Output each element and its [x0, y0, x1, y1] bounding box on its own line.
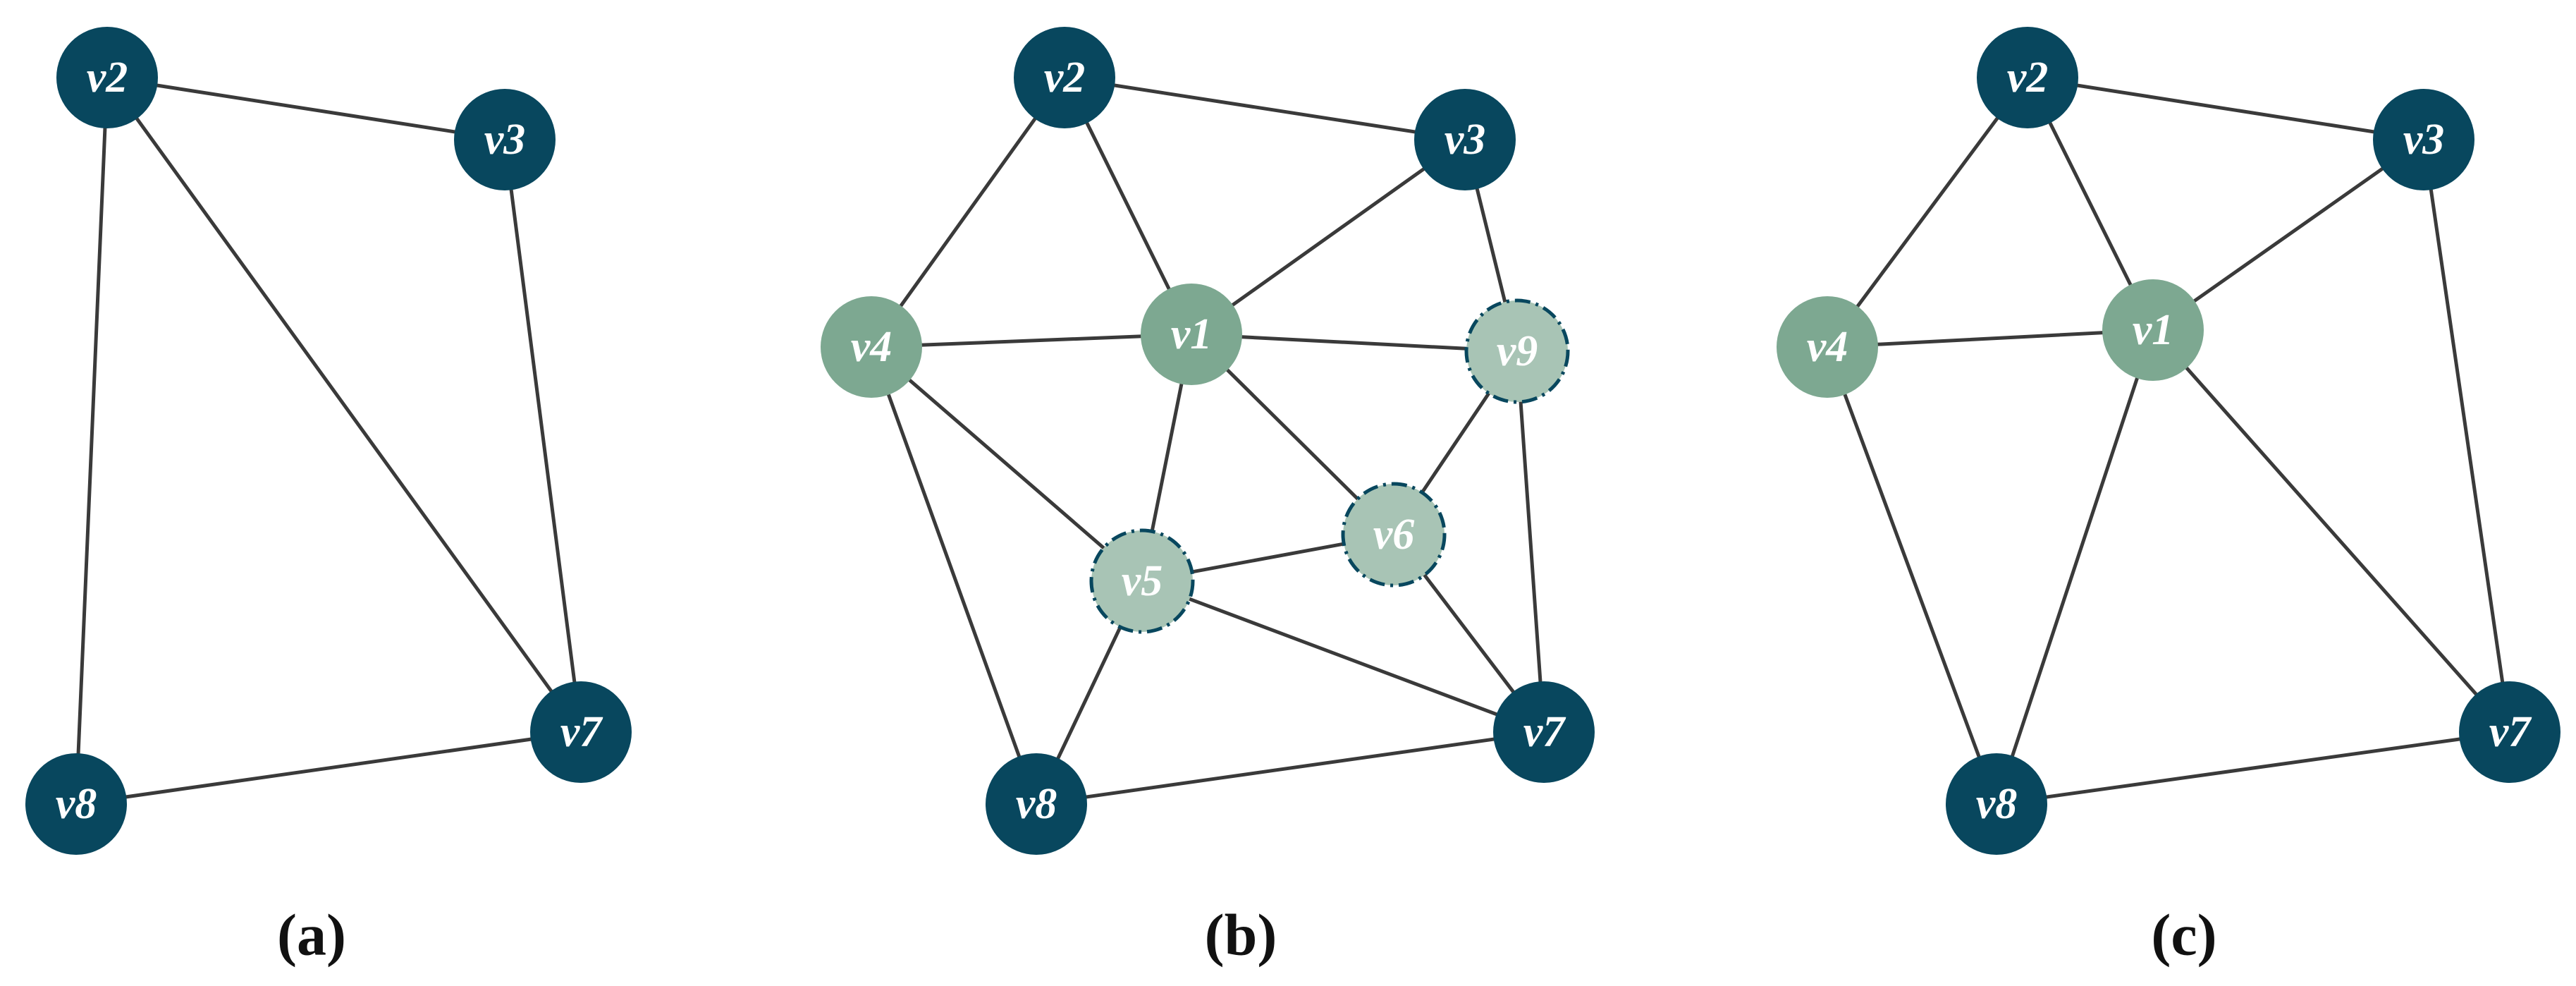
node-v1: v1	[1141, 284, 1242, 385]
node-v7: v7	[530, 681, 632, 783]
node-circle-v1	[2102, 279, 2204, 381]
edge-v3-v7	[2422, 138, 2512, 734]
panel-b: v2 v3 v4 v1 v9 v6 v5 v8 v7 (b)	[821, 27, 1595, 968]
node-label-v8: v8	[1016, 780, 1057, 828]
node-circle-v2	[56, 27, 158, 128]
edge-v2-v8	[74, 75, 109, 806]
node-circle-v9	[1464, 298, 1570, 404]
panel-c-nodes: v2 v3 v4 v1 v8 v7	[1777, 27, 2560, 855]
node-label-v4: v4	[851, 323, 893, 371]
node-v8: v8	[25, 753, 127, 855]
node-v5: v5	[1089, 528, 1195, 634]
edge-v3-v7	[503, 138, 583, 734]
node-circle-v2	[1977, 27, 2078, 128]
node-label-v8: v8	[1976, 780, 2018, 828]
panel-c-caption: (c)	[2151, 903, 2216, 968]
node-label-v2: v2	[87, 54, 128, 102]
edge-v4-v1	[1825, 328, 2155, 349]
node-label-v1: v1	[1171, 310, 1213, 358]
edge-v8-v7	[1034, 730, 1546, 806]
node-label-v7: v7	[1523, 708, 1567, 756]
edge-v2-v7	[105, 75, 583, 734]
node-v3: v3	[1414, 89, 1516, 190]
node-v2: v2	[1977, 27, 2078, 128]
edge-v4-v8	[869, 345, 1038, 806]
edge-v3-v1	[2151, 138, 2426, 332]
node-circle-v1	[1141, 284, 1242, 385]
node-v9: v9	[1464, 298, 1570, 404]
node-label-v4: v4	[1807, 323, 1848, 371]
node-circle-v8	[986, 753, 1087, 855]
node-circle-v3	[2373, 89, 2474, 190]
node-label-v2: v2	[2007, 54, 2049, 102]
edge-v8-v7	[74, 730, 583, 806]
panel-b-caption: (b)	[1205, 903, 1277, 968]
panel-a: v2 v3 v7 v8 (a)	[25, 27, 632, 968]
panel-b-nodes: v2 v3 v4 v1 v9 v6 v5 v8 v7	[821, 27, 1595, 855]
node-v2: v2	[1014, 27, 1115, 128]
edge-v1-v7	[2151, 328, 2512, 734]
node-circle-v5	[1089, 528, 1195, 634]
node-circle-v8	[1946, 753, 2047, 855]
node-circle-v7	[530, 681, 632, 783]
edge-v1-v8	[1994, 328, 2155, 806]
node-label-v1: v1	[2133, 306, 2174, 354]
node-circle-v4	[821, 296, 922, 398]
node-v7: v7	[1493, 681, 1595, 783]
edge-v2-v3	[2025, 75, 2426, 142]
node-v1: v1	[2102, 279, 2204, 381]
node-v4: v4	[821, 296, 922, 398]
edge-v4-v5	[869, 345, 1144, 583]
node-label-v6: v6	[1373, 511, 1415, 559]
panel-a-caption: (a)	[277, 903, 346, 968]
edge-v2-v3	[105, 75, 507, 142]
panel-a-nodes: v2 v3 v7 v8	[25, 27, 632, 855]
node-circle-v8	[25, 753, 127, 855]
node-v4: v4	[1777, 296, 1878, 398]
node-label-v7: v7	[560, 708, 604, 756]
node-v3: v3	[2373, 89, 2474, 190]
node-circle-v3	[454, 89, 556, 190]
node-label-v5: v5	[1122, 557, 1163, 605]
node-v3: v3	[454, 89, 556, 190]
node-label-v2: v2	[1044, 54, 1086, 102]
node-v2: v2	[56, 27, 158, 128]
node-circle-v7	[1493, 681, 1595, 783]
node-circle-v3	[1414, 89, 1516, 190]
edge-v9-v7	[1515, 349, 1546, 734]
node-label-v7: v7	[2489, 708, 2533, 756]
edge-v2-v3	[1062, 75, 1467, 142]
edge-v2-v4	[869, 75, 1067, 349]
edge-v2-v4	[1825, 75, 2030, 349]
panel-c: v2 v3 v4 v1 v8 v7 (c)	[1777, 27, 2560, 968]
edge-v4-v8	[1825, 345, 1999, 806]
edge-v1-v9	[1189, 332, 1519, 353]
node-circle-v4	[1777, 296, 1878, 398]
edge-v5-v7	[1140, 579, 1546, 734]
node-circle-v2	[1014, 27, 1115, 128]
node-circle-v6	[1341, 482, 1447, 588]
node-label-v3: v3	[484, 116, 526, 164]
node-v7: v7	[2459, 681, 2560, 783]
node-label-v3: v3	[1445, 116, 1486, 164]
node-circle-v7	[2459, 681, 2560, 783]
edge-v4-v1	[869, 332, 1194, 349]
edge-v8-v7	[1994, 730, 2512, 806]
panel-b-edges	[869, 75, 1546, 806]
node-label-v8: v8	[56, 780, 97, 828]
node-v8: v8	[986, 753, 1087, 855]
edge-v3-v1	[1189, 138, 1467, 336]
panel-a-edges	[74, 75, 583, 806]
node-v6: v6	[1341, 482, 1447, 588]
node-label-v3: v3	[2403, 116, 2445, 164]
node-v8: v8	[1946, 753, 2047, 855]
node-label-v9: v9	[1497, 327, 1538, 375]
